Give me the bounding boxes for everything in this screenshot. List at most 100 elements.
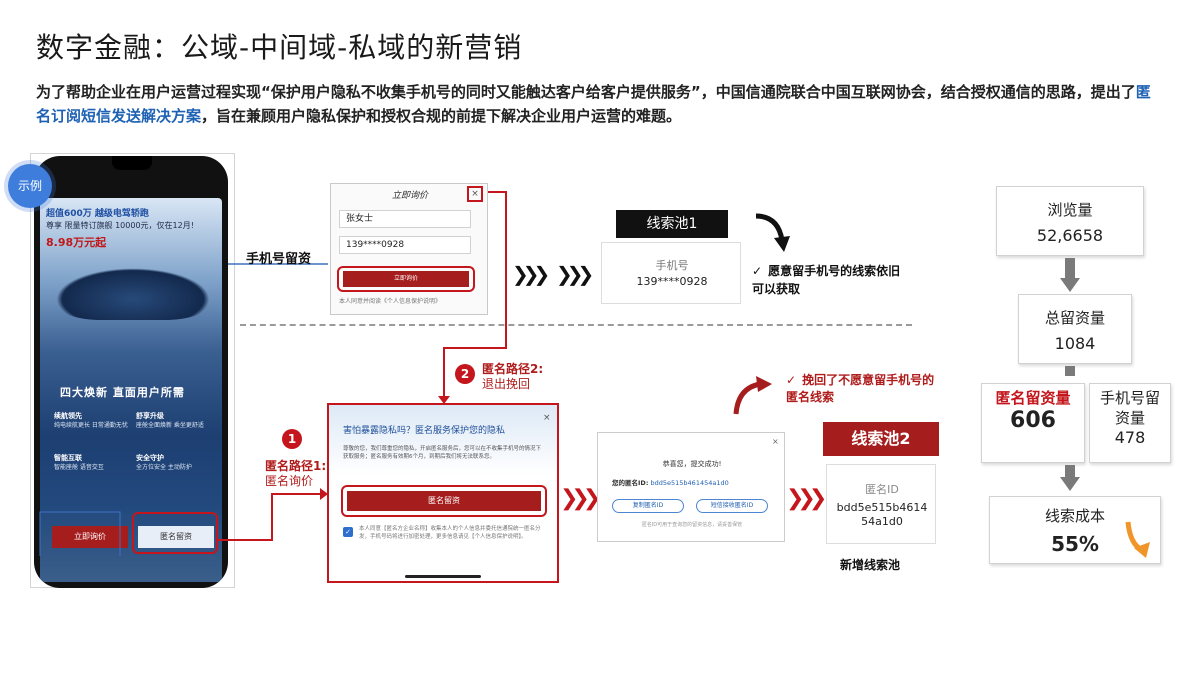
- funnel-cost-value: 55%: [1051, 532, 1099, 556]
- intro-text-1: 为了帮助企业在用户运营过程实现“保护用户隐私不收集手机号的同时又能触达客户给客户…: [36, 83, 1136, 101]
- lead-pool-2-title: 线索池2: [823, 422, 939, 456]
- success-dialog: × 恭喜您，提交成功! 您的匿名ID: bdd5e515b461454a1d0 …: [597, 432, 785, 542]
- phone-anon-button[interactable]: 匿名留资: [138, 526, 214, 548]
- ad-headline: 四大焕新 直面用户所需: [60, 386, 185, 399]
- lead-pool-2-caption: 新增线索池: [840, 558, 901, 572]
- home-indicator-bar: [405, 575, 481, 578]
- funnel-phone-box: 手机号留资量 478: [1089, 383, 1171, 463]
- funnel-total-box: 总留资量 1084: [1018, 294, 1132, 364]
- flow-arrows: ❯❯❯: [786, 486, 827, 511]
- anon-form-header: [329, 405, 557, 475]
- note-anon-leads: ✓挽回了不愿意留手机号的匿名线索: [786, 372, 936, 406]
- phone-screen: 超值600万 越级电驾轿跑 尊享 限量特订旗舰 10000元，仅在12月! 8.…: [40, 198, 222, 582]
- close-icon[interactable]: ×: [543, 413, 551, 423]
- feature-title: 智能互联: [54, 454, 82, 462]
- inquiry-form: 立即询价 × 张女士 139****0928 立即询价 本人同意并阅读《个人信息…: [330, 183, 488, 315]
- feature-desc: 纯电续航更长 日常通勤无忧: [54, 422, 128, 429]
- phone-frame-line: [39, 511, 121, 556]
- phone-consult-button[interactable]: 立即询价: [52, 526, 128, 548]
- route-2-title: 匿名路径2:: [482, 362, 544, 376]
- route-2-number-badge: 2: [455, 364, 475, 384]
- agreement-checkbox[interactable]: ✓: [343, 527, 353, 537]
- route-1-title: 匿名路径1:: [265, 459, 327, 473]
- funnel-anon-box: 匿名留资量 606: [981, 383, 1085, 463]
- curved-arrow-icon: [733, 376, 772, 415]
- agreement-checkbox-label[interactable]: 本人同意并阅读《个人信息保护说明》: [339, 298, 442, 305]
- note-anon-leads-text: 挽回了不愿意留手机号的匿名线索: [786, 373, 935, 404]
- anon-form: 害怕暴露隐私吗？匿名服务保护您的隐私 × 尊敬的您，我们尊重您的隐私，开启匿名服…: [327, 403, 559, 583]
- funnel-views-label: 浏览量: [1047, 201, 1093, 219]
- route-1-label: 匿名路径1:匿名询价: [265, 459, 326, 489]
- feature-title: 续航领先: [54, 412, 82, 420]
- anon-submit-button[interactable]: 匿名留资: [347, 491, 541, 511]
- anon-id-line: 您的匿名ID: bdd5e515b461454a1d0: [612, 477, 782, 487]
- anon-id-value: bdd5e515b461454a1d0: [650, 479, 729, 487]
- feature-desc: 智能座舱 语音交互: [54, 464, 104, 471]
- note-phone-leads: ✓愿意留手机号的线索依旧可以获取: [752, 262, 902, 298]
- feature-item: 舒享升级座舱全面焕新 乘坐更舒适: [136, 412, 212, 448]
- anon-form-title: 害怕暴露隐私吗？匿名服务保护您的隐私: [343, 426, 506, 436]
- phone-notch: [112, 156, 152, 170]
- close-icon[interactable]: ×: [772, 437, 779, 446]
- anon-form-description: 尊敬的您，我们尊重您的隐私，开启匿名服务后，您可以在不收集手机号的情况下获取服务…: [343, 446, 542, 460]
- feature-title: 舒享升级: [136, 412, 164, 420]
- funnel-phone-label: 手机号留资量: [1099, 389, 1160, 427]
- submit-highlight: 匿名留资: [341, 485, 547, 517]
- copy-id-button[interactable]: 复制匿名ID: [612, 499, 684, 513]
- submit-highlight: 立即询价: [337, 266, 475, 292]
- flow-arrows: ❯❯❯: [512, 262, 550, 286]
- funnel-total-value: 1084: [1054, 334, 1096, 353]
- check-icon: ✓: [752, 264, 763, 278]
- route-2-subtitle: 退出挽回: [482, 377, 531, 391]
- sms-id-button[interactable]: 短信接收匿名ID: [696, 499, 768, 513]
- funnel-arrow-stem: [1065, 366, 1075, 376]
- check-icon: ✓: [786, 373, 797, 387]
- feature-item: 续航领先纯电续航更长 日常通勤无忧: [54, 412, 130, 448]
- down-trend-arrow-icon: [1125, 521, 1150, 558]
- lead-pool-1-card: 手机号 139****0928: [601, 242, 741, 304]
- success-dialog-title: 恭喜您，提交成功!: [662, 460, 722, 468]
- agreement-text: 本人同意【匿名方企业名称】收集本人的个人信息并委托信通院统一匿名分发，手机号码将…: [359, 526, 541, 540]
- funnel-anon-label: 匿名留资量: [995, 389, 1071, 407]
- funnel-arrow-stem: [1065, 465, 1075, 479]
- phone-mockup: 超值600万 越级电驾轿跑 尊享 限量特订旗舰 10000元，仅在12月! 8.…: [34, 156, 228, 588]
- intro-highlight: 匿名订阅短信发送解决方案: [36, 83, 1151, 125]
- page-title: 数字金融：公域-中间域-私域的新营销: [36, 31, 523, 64]
- curved-arrow-icon: [755, 213, 790, 252]
- car-image: [56, 268, 210, 320]
- success-dialog-footnote: 匿名ID可用于查询您的留资信息，请妥善保管: [641, 522, 743, 528]
- note-phone-leads-text: 愿意留手机号的线索依旧可以获取: [752, 264, 901, 296]
- intro-paragraph: 为了帮助企业在用户运营过程实现“保护用户隐私不收集手机号的同时又能触达客户给客户…: [36, 80, 1156, 128]
- funnel-total-label: 总留资量: [1044, 309, 1105, 327]
- route1-arrowhead: [320, 488, 328, 500]
- feature-item: 安全守护全方位安全 主动防护: [136, 454, 212, 490]
- example-badge: 示例: [8, 164, 52, 208]
- funnel-cost-box: 线索成本 55%: [989, 496, 1161, 564]
- route2-line: [443, 191, 507, 398]
- anon-id-label: 您的匿名ID:: [612, 479, 649, 487]
- inquiry-form-title: 立即询价: [391, 191, 428, 201]
- lead-pool-1-value: 139****0928: [636, 275, 708, 288]
- feature-item: 智能互联智能座舱 语音交互: [54, 454, 130, 490]
- intro-text-2: ，旨在兼顾用户隐私保护和授权合规的前提下解决企业用户运营的难题。: [201, 107, 682, 125]
- funnel-arrow-stem: [1065, 258, 1075, 280]
- ad-top-text: 超值600万 越级电驾轿跑: [46, 209, 149, 219]
- route1-line: [218, 493, 322, 541]
- inquiry-submit-button[interactable]: 立即询价: [343, 271, 469, 287]
- route-1-number-badge: 1: [282, 429, 302, 449]
- close-icon[interactable]: ×: [467, 186, 483, 202]
- feature-title: 安全守护: [136, 454, 164, 462]
- flow-arrows: ❯❯❯: [560, 486, 601, 511]
- phone-field[interactable]: 139****0928: [339, 236, 471, 254]
- name-field[interactable]: 张女士: [339, 210, 471, 228]
- funnel-anon-value: 606: [1010, 408, 1056, 433]
- lead-pool-2-card: 匿名ID bdd5e515b461454a1d0: [826, 464, 936, 544]
- flow-arrows: ❯❯❯: [556, 262, 594, 286]
- ad-price: 8.98万元起: [46, 236, 107, 249]
- route-2-label: 匿名路径2:退出挽回: [482, 362, 543, 392]
- feature-desc: 座舱全面焕新 乘坐更舒适: [136, 422, 204, 429]
- route-1-subtitle: 匿名询价: [265, 474, 314, 488]
- funnel-arrow-head: [1060, 477, 1080, 491]
- funnel-views-box: 浏览量 52,6658: [996, 186, 1144, 256]
